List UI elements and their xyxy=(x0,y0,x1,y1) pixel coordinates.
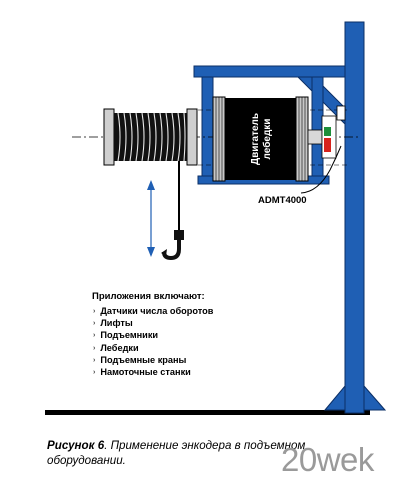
application-item: Датчики числа оборотов xyxy=(93,305,213,317)
encoder-leader-line xyxy=(300,145,342,194)
column-base-left xyxy=(323,384,346,411)
application-item: Лифты xyxy=(93,317,213,329)
figure-caption: Рисунок 6. Применение энкодера в подъемн… xyxy=(47,438,367,468)
winch-motor xyxy=(225,98,296,180)
encoder-label: ADMT4000 xyxy=(258,195,307,206)
encoder-sensor xyxy=(336,105,346,121)
drum-flange-right xyxy=(186,108,198,166)
encoder-red-segment xyxy=(324,138,331,152)
motor-shaft xyxy=(307,129,323,145)
vertical-motion-arrow xyxy=(147,180,155,257)
encoder-green-segment xyxy=(324,127,331,136)
drum-windings xyxy=(117,112,186,162)
hook-icon xyxy=(161,230,184,261)
motor-label-line2: лебедки xyxy=(261,119,273,160)
application-item: Подъемники xyxy=(93,329,213,341)
flange-ribs xyxy=(215,97,306,181)
applications-list: Датчики числа оборотов Лифты Подъемники … xyxy=(93,305,213,378)
column-base-right xyxy=(363,384,387,411)
drum-flange-left xyxy=(103,108,115,166)
application-item: Подъемные краны xyxy=(93,354,213,366)
figure-label: Рисунок 6 xyxy=(47,439,105,452)
application-item: Лебедки xyxy=(93,342,213,354)
applications-title: Приложения включают: xyxy=(92,291,205,302)
motor-label-line1: Двигатель xyxy=(250,113,261,165)
support-column xyxy=(344,21,365,414)
ground-line xyxy=(45,410,370,415)
watermark: 20wek xyxy=(281,441,374,478)
application-item: Намоточные станки xyxy=(93,366,213,378)
hanger-left xyxy=(201,76,214,185)
top-beam xyxy=(193,65,346,78)
figure-caption-text: . Применение энкодера в подъемном оборуд… xyxy=(47,439,306,467)
